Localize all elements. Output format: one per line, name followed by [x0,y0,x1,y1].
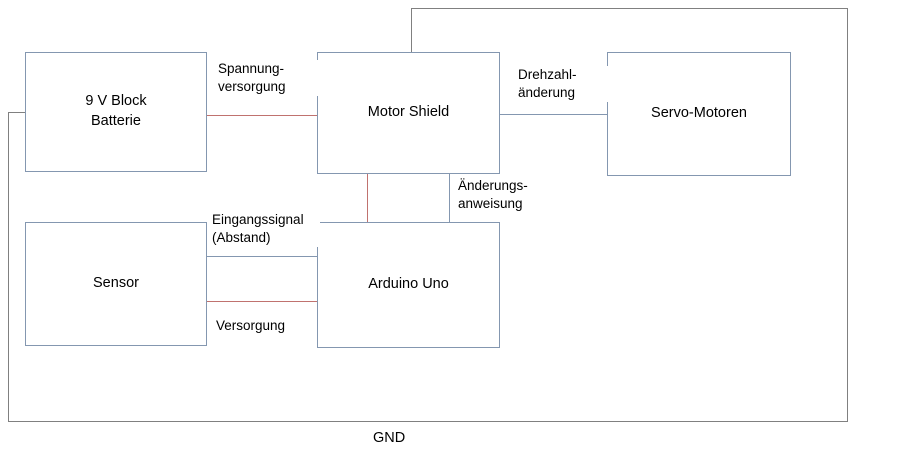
edge-arduino-to-sensor-supply [206,301,318,302]
edge-label-versorgung: Versorgung [216,317,316,335]
edge-label-spannungversorgung: Spannung- versorgung [218,60,322,96]
gnd-edge-right-vertical [847,8,848,422]
node-arduino-uno-label: Arduino Uno [368,276,449,293]
edge-arduino-to-motorshield-signal [449,173,450,223]
gnd-edge-motorshield-stub [411,8,412,54]
node-motor-shield-label: Motor Shield [367,104,450,121]
edge-motorshield-to-arduino-power [367,173,368,223]
edge-label-aenderungsanweisung: Änderungs- anweisung [458,177,558,213]
edge-label-drehzahlaenderung: Drehzahl- änderung [518,66,610,102]
gnd-edge-battery-left [8,112,26,113]
gnd-edge-left-vertical [8,112,9,422]
node-sensor-label: Sensor [93,275,139,292]
edge-label-eingangssignal: Eingangssignal (Abstand) [212,211,320,247]
gnd-edge-bottom-rail [8,421,848,422]
node-arduino-uno[interactable]: Arduino Uno [317,222,500,348]
node-motor-shield[interactable]: Motor Shield [317,52,500,174]
edge-battery-to-motorshield [206,115,318,116]
node-battery[interactable]: 9 V Block Batterie [25,52,207,172]
edge-sensor-to-arduino-signal [206,256,318,257]
node-servo-motoren-label: Servo-Motoren [651,105,747,122]
node-servo-motoren[interactable]: Servo-Motoren [607,52,791,176]
node-battery-label: 9 V Block Batterie [85,93,147,129]
gnd-edge-top-rail [411,8,848,9]
edge-label-gnd: GND [373,430,406,446]
edge-motorshield-to-servomotoren [499,114,608,115]
node-sensor[interactable]: Sensor [25,222,207,346]
